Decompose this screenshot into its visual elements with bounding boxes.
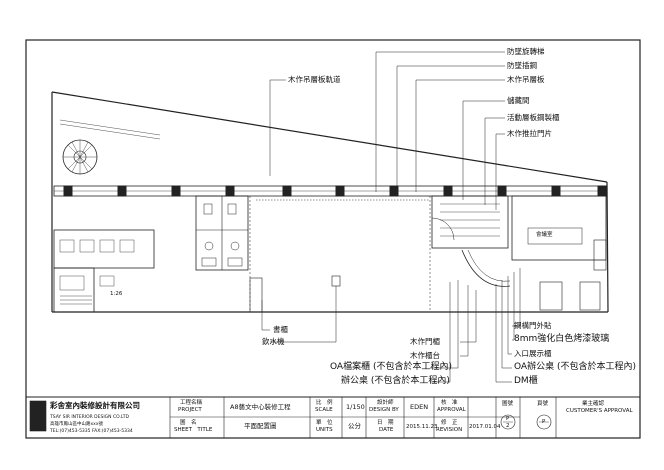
company-tel: TEL:(07)453-5335 FAX:(07)453-5334 [50,429,133,434]
company-address: 高雄市鳳山區中山路xxx號 [50,422,103,427]
sheet-title-value: 平面配置圖 [244,422,277,430]
label-wood-counter: 木作櫃台 [410,351,440,360]
sheet-number-value: P [506,416,510,422]
sheet-number-label: 圖號 [502,401,514,407]
customer-approval-label: 業主確認 [582,401,605,407]
label-hanging-shelf: 木作吊層板 [507,75,545,84]
label-spiral-stair: 防墜旋轉梯 [507,47,545,56]
label-office-desk: 辦公桌 (不包含於本工程內) [341,376,450,386]
design-label: 設計師 [377,400,394,406]
meeting-room-label: 會議室 [536,232,553,238]
revision-label-en: REVISION [436,427,463,433]
title-block [29,397,557,438]
label-oa-office-chair: OA辦公桌 (不包含於本工程內) [514,362,636,372]
date-label-en: DATE [379,427,394,433]
page-value: P [542,419,546,425]
label-water-dispenser: 飲水機 [262,337,285,346]
label-gate-sticker: 鋼構門外貼 [514,321,552,330]
floor-plan [51,91,609,313]
leader-lines [261,51,521,383]
customer-approval-label-en: CUSTOMER'S APPROVAL [566,408,633,414]
project-value: A8藝文中心裝修工程 [230,403,291,411]
label-dm-rack: DM櫃 [514,376,538,386]
label-tempered-glass: 8mm強化白色烤漆玻璃 [514,334,610,344]
revision-value: 2017.01.04 [469,424,501,430]
label-movable-shelf: 活動層板鋼製櫃 [507,113,560,122]
company-name: 彩舍室內裝修設計有限公司 [50,401,140,410]
label-entrance-display: 入口展示櫃 [514,349,552,358]
page-label: 頁號 [537,401,549,407]
label-sliding-door: 木作推拉門片 [507,129,552,138]
approval-label-en: APPROVAL [437,407,466,413]
design-label-en: DESIGN BY [369,407,399,413]
label-anti-fall-cable: 防墜插鋼 [507,61,537,70]
company-name-en: TSAY SIR INTERIOR DESIGN CO.LTD [50,415,129,420]
stair-level-label: 1:26 [110,291,123,297]
approval-label: 核 准 [441,400,458,406]
design-value: EDEN [410,403,429,411]
scale-label-en: SCALE [315,407,333,413]
units-label-en: UNITS [316,427,333,433]
units-label: 單 位 [316,420,333,426]
label-hanging-shelf-track: 木作吊層板軌道 [288,75,341,84]
scale-value: 1/150 [346,403,365,411]
date-value: 2015.11.23 [406,424,438,430]
label-door-head: 木作門楣 [410,337,440,346]
sheet-title-label: 圖 名 [180,420,197,426]
sheet-border [25,39,641,439]
project-label: 工程名稱 [180,400,203,406]
label-oa-file-cabinet: OA檔案櫃 (不包含於本工程內) [330,362,452,372]
scale-label: 比 例 [316,400,333,406]
sheet-number-sub: 2 [506,423,510,429]
sheet-title-label-en: SHEET TITLE [174,427,213,433]
project-label-en: PROJECT [178,407,202,413]
revision-label: 修 正 [441,420,458,426]
label-cabinet: 書櫃 [273,325,288,334]
label-storage-room: 儲藏間 [507,96,530,105]
units-value: 公分 [348,422,361,430]
date-label: 日 期 [377,420,394,426]
